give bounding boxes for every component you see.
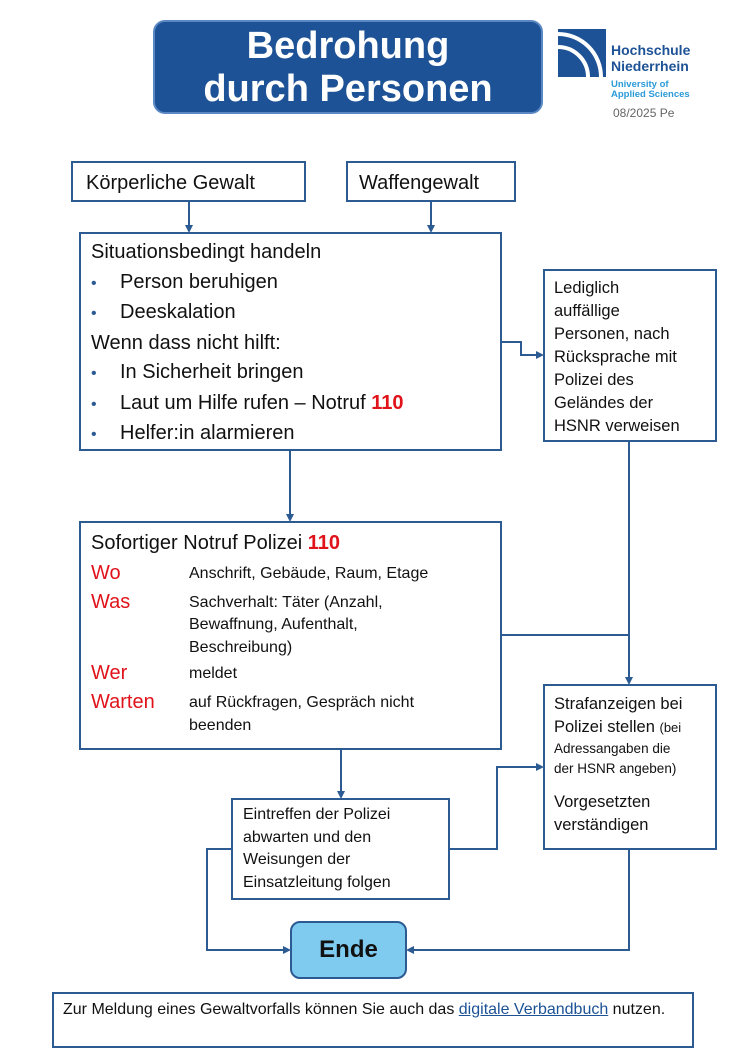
report-note: Adressangaben die	[554, 741, 671, 756]
footer-note: Zur Meldung eines Gewaltvorfalls können …	[52, 992, 694, 1048]
suspicious-line: Personen, nach	[554, 325, 670, 343]
title-line-1: Bedrohung	[246, 25, 450, 67]
situation-bullet: • Laut um Hilfe rufen – Notruf 110	[91, 389, 500, 420]
logo-name-line-2: Niederrhein	[611, 58, 689, 74]
w-question-value: Anschrift, Gebäude, Raum, Etage	[189, 559, 428, 588]
trigger-physical-label: Körperliche Gewalt	[86, 172, 255, 194]
value-line: Sachverhalt: Täter (Anzahl,	[189, 593, 383, 611]
police-arrival-box: Eintreffen der Polizei abwarten und den …	[231, 798, 450, 900]
arrival-line: Eintreffen der Polizei	[243, 806, 391, 823]
logo-name: Hochschule Niederrhein	[611, 42, 690, 74]
suspicious-line: Polizei des	[554, 371, 634, 389]
trigger-weapon-label: Waffengewalt	[359, 172, 480, 194]
suspicious-line: Geländes der	[554, 394, 654, 412]
arrow-arrival-to-end	[206, 848, 291, 954]
emergency-number: 110	[371, 391, 404, 414]
w-question-label: Wo	[91, 561, 121, 584]
emergency-heading: Sofortiger Notruf Polizei 110	[91, 529, 500, 559]
footer-text-end: nutzen.	[608, 1001, 666, 1018]
bullet-text: In Sicherheit bringen	[120, 361, 304, 383]
situation-bullet: • Deeskalation	[91, 298, 500, 329]
emergency-number: 110	[307, 532, 341, 554]
situation-bullet: • Person beruhigen	[91, 268, 500, 299]
report-line: verständigen	[554, 816, 649, 834]
situation-box: Situationsbedingt handeln • Person beruhi…	[79, 232, 502, 451]
university-logo-icon	[558, 29, 606, 77]
trigger-weapon-violence: Waffengewalt	[346, 161, 516, 202]
bullet-icon: •	[91, 274, 97, 292]
bullet-icon: •	[91, 365, 97, 382]
version-label: 08/2025 Pe	[613, 106, 675, 120]
bullet-icon: •	[91, 426, 97, 443]
arrow-arrival-to-report	[449, 763, 544, 850]
bullet-icon: •	[91, 395, 97, 413]
situation-bullet: • In Sicherheit bringen	[91, 358, 500, 389]
suspicious-line: auffällige	[554, 302, 620, 320]
w-question-label: Was	[91, 590, 131, 613]
w-question-row: Warten auf Rückfragen, Gespräch nicht be…	[91, 688, 500, 737]
digital-verbandbuch-link[interactable]: digitale Verbandbuch	[458, 1001, 609, 1018]
logo-subtitle: University of Applied Sciences	[611, 80, 690, 100]
arrival-line: Einsatzleitung folgen	[243, 873, 391, 891]
report-text: Polizei stellen	[554, 718, 660, 736]
trigger-physical-violence: Körperliche Gewalt	[71, 161, 306, 202]
logo-sub-line-2: Applied Sciences	[611, 89, 690, 100]
end-node: Ende	[290, 921, 407, 979]
w-question-row: Was Sachverhalt: Täter (Anzahl, Bewaffnu…	[91, 588, 500, 660]
w-question-row: Wer meldet	[91, 659, 500, 688]
logo-sub-line-1: University of	[611, 79, 669, 90]
bullet-text: Laut um Hilfe rufen – Notruf	[120, 391, 372, 414]
suspicious-persons-box: Lediglich auffällige Personen, nach Rück…	[543, 269, 717, 442]
value-line: Anschrift, Gebäude, Raum, Etage	[189, 564, 429, 582]
w-question-label: Wer	[91, 662, 128, 684]
report-line: Strafanzeigen bei	[554, 695, 683, 713]
suspicious-line: HSNR verweisen	[554, 417, 680, 435]
bullet-text: Helfer:in alarmieren	[120, 422, 295, 444]
bullet-text: Person beruhigen	[120, 270, 278, 293]
situation-bullet: • Helfer:in alarmieren	[91, 419, 500, 450]
report-line: Vorgesetzten	[554, 793, 651, 811]
arrow-report-to-end	[406, 849, 630, 954]
value-line: Bewaffnung, Aufenthalt,	[189, 616, 358, 633]
report-note: der HSNR angeben)	[554, 761, 677, 776]
arrival-line: abwarten und den	[243, 828, 372, 846]
situation-condition: Wenn dass nicht hilft:	[91, 331, 281, 354]
value-line: Beschreibung)	[189, 638, 293, 656]
page-title: Bedrohung durch Personen	[153, 20, 543, 114]
value-line: auf Rückfragen, Gespräch nicht	[189, 694, 415, 711]
w-question-value: auf Rückfragen, Gespräch nicht beenden	[189, 688, 414, 737]
emergency-call-box: Sofortiger Notruf Polizei 110 Wo Anschri…	[79, 521, 502, 750]
suspicious-line: Lediglich	[554, 279, 620, 297]
bullet-icon: •	[91, 305, 97, 322]
situation-heading: Situationsbedingt handeln	[91, 241, 322, 263]
report-note: (bei	[659, 720, 682, 735]
w-question-value: Sachverhalt: Täter (Anzahl, Bewaffnung, …	[189, 588, 383, 660]
w-question-value: meldet	[189, 659, 237, 688]
report-line: Polizei stellen (bei	[554, 716, 715, 739]
w-question-label: Warten	[91, 691, 155, 713]
title-line-2: durch Personen	[203, 68, 493, 110]
report-box: Strafanzeigen bei Polizei stellen (bei A…	[543, 684, 717, 850]
arrival-line: Weisungen der	[243, 851, 351, 868]
value-line: beenden	[189, 716, 252, 734]
arrow-situation-to-suspicious	[501, 341, 544, 359]
w-question-row: Wo Anschrift, Gebäude, Raum, Etage	[91, 559, 500, 588]
suspicious-line: Rücksprache mit	[554, 348, 677, 366]
bullet-text: Deeskalation	[120, 301, 236, 323]
value-line: meldet	[189, 665, 238, 682]
logo-name-line-1: Hochschule	[611, 42, 691, 58]
footer-text: Zur Meldung eines Gewaltvorfalls können …	[63, 1001, 459, 1018]
emergency-heading-text: Sofortiger Notruf Polizei	[91, 532, 308, 554]
